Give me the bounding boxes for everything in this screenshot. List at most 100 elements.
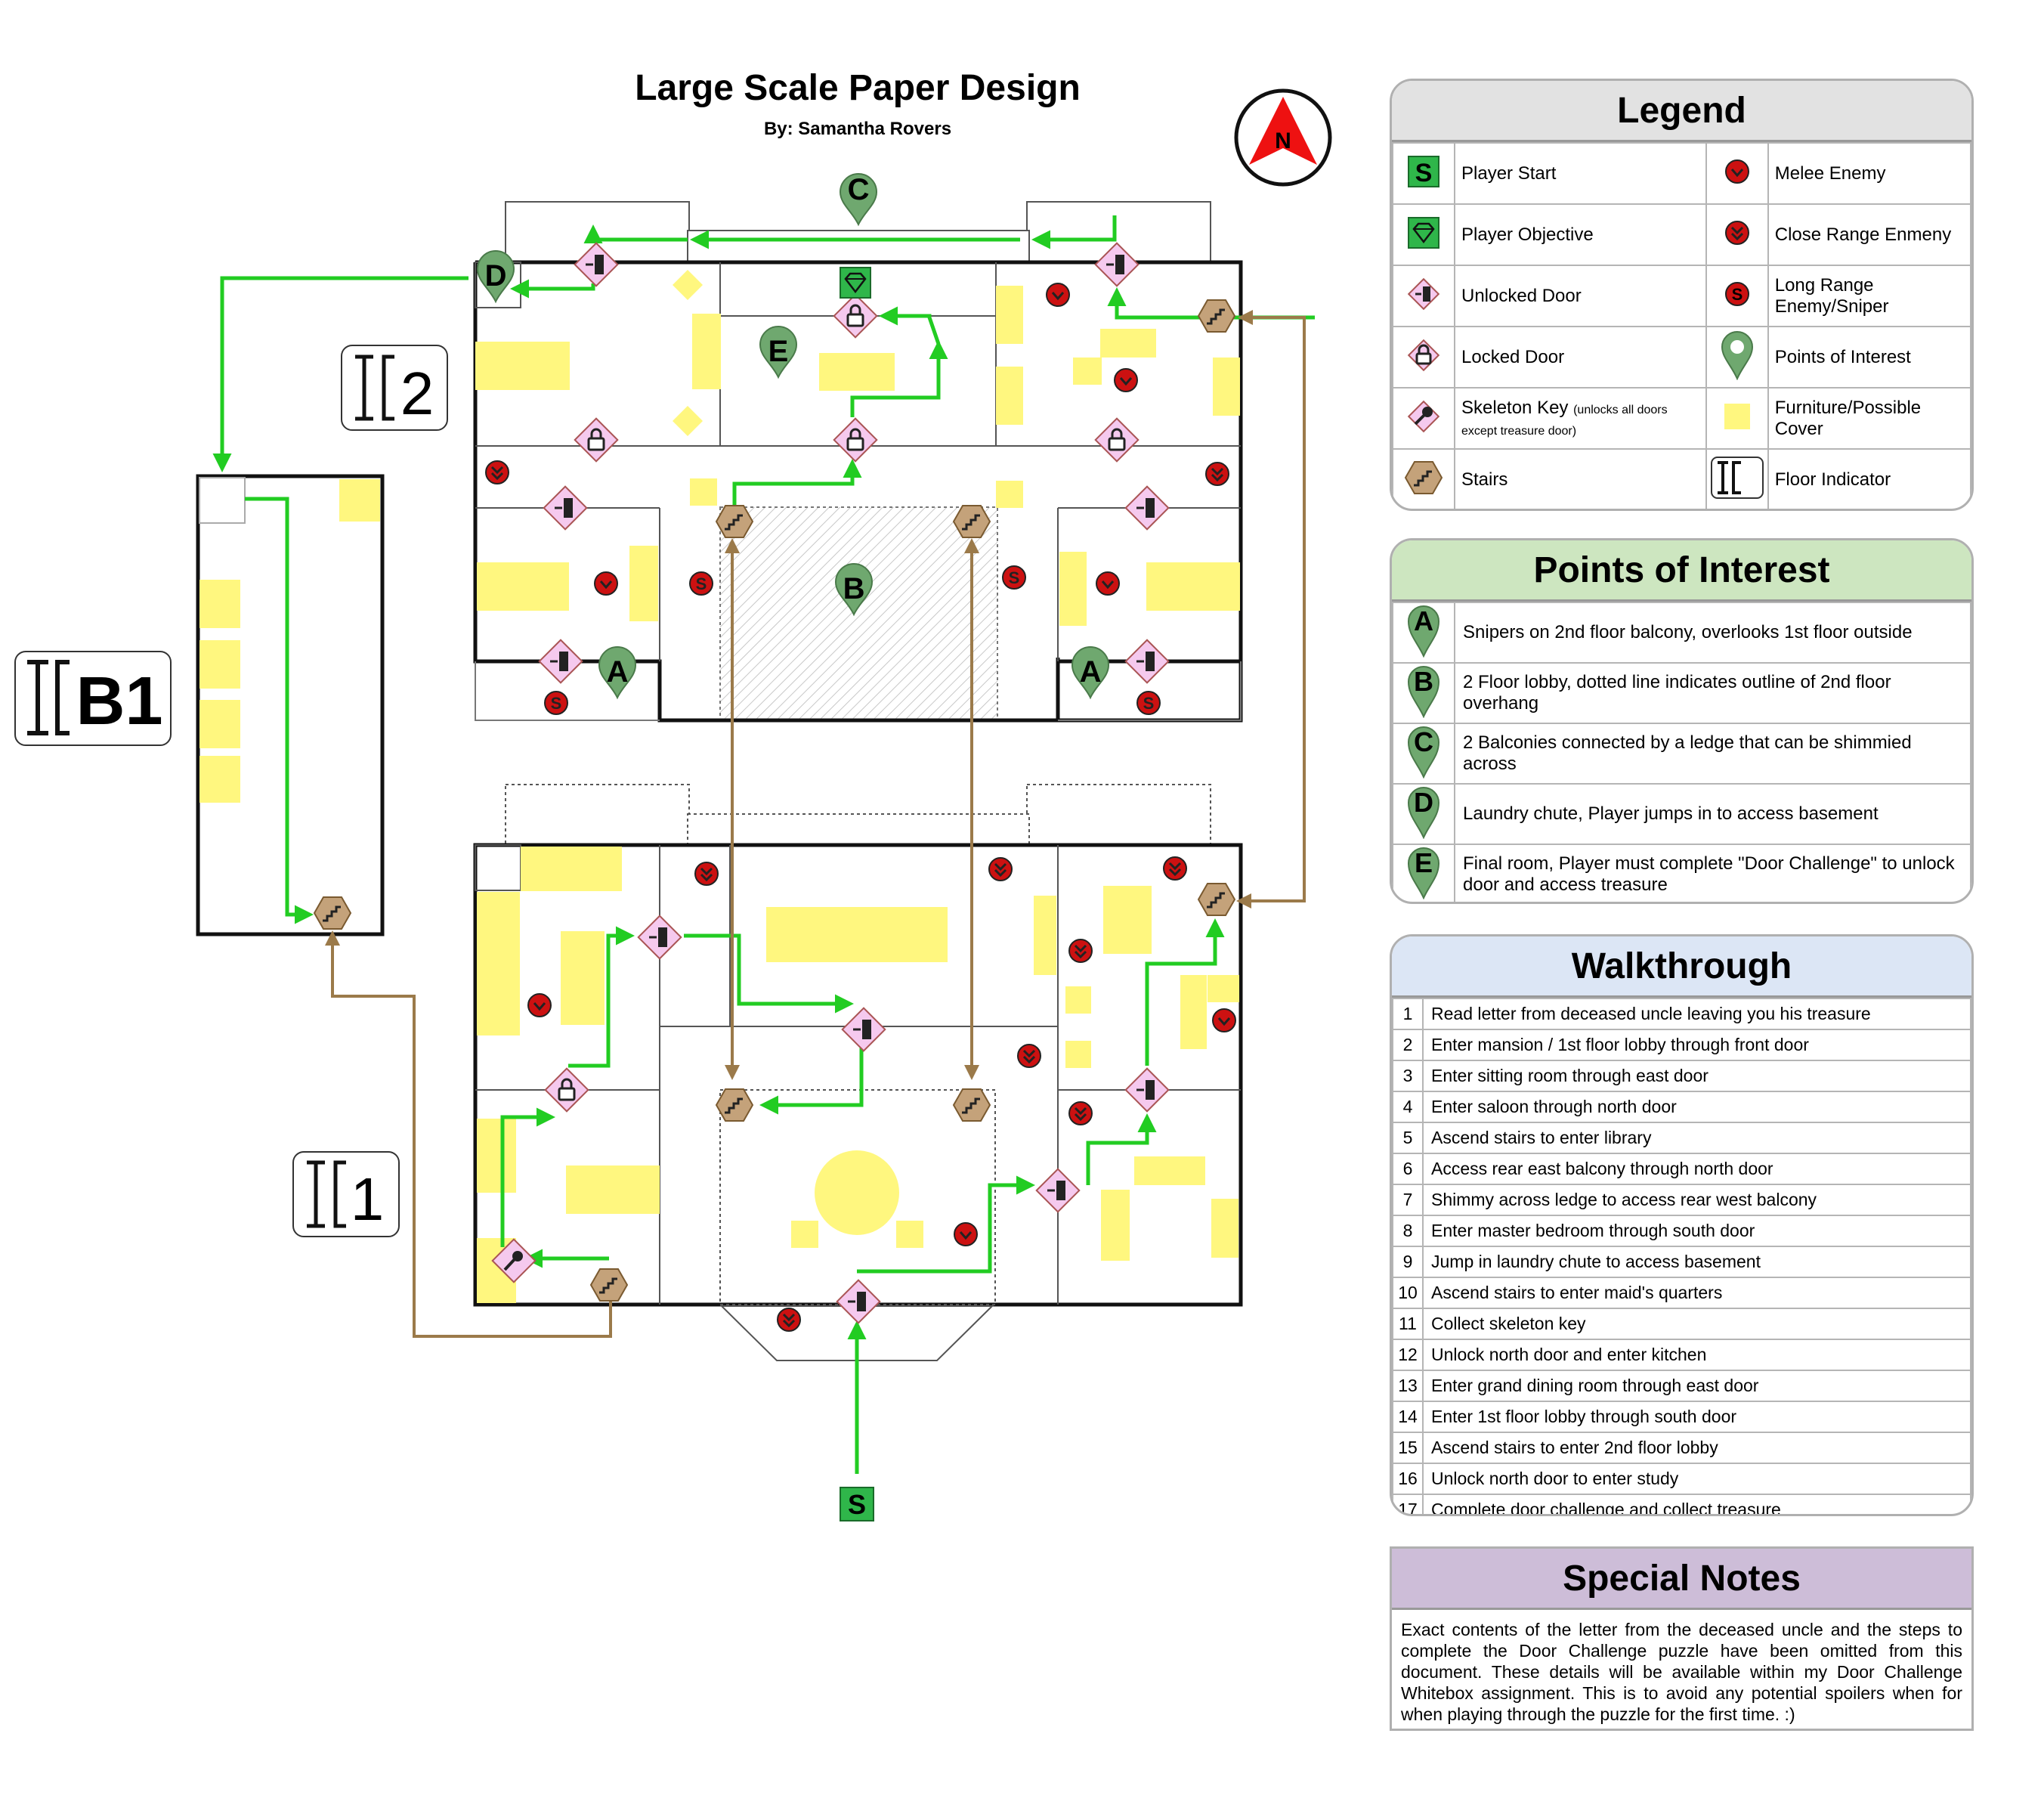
poi-pin-label: B bbox=[843, 572, 865, 605]
step-text: Unlock north door to enter study bbox=[1422, 1463, 1971, 1495]
close-range-enemy-icon bbox=[1068, 1100, 1093, 1126]
legend-title: Legend bbox=[1392, 81, 1971, 142]
step-number: 8 bbox=[1392, 1215, 1424, 1247]
step-text: Enter saloon through north door bbox=[1422, 1091, 1971, 1123]
poi-pin-e: E bbox=[759, 326, 797, 378]
locked-door-icon[interactable] bbox=[574, 417, 619, 463]
melee-enemy-icon bbox=[593, 571, 619, 596]
step-number: 10 bbox=[1392, 1277, 1424, 1309]
step-number: 2 bbox=[1392, 1029, 1424, 1061]
poi-icon: E bbox=[1392, 844, 1455, 902]
level-map: S Large Scale Paper Design By: Samantha … bbox=[14, 68, 1332, 1521]
unlocked-door-icon[interactable] bbox=[1124, 639, 1170, 684]
unlocked-door-icon[interactable] bbox=[543, 485, 588, 531]
step-number: 9 bbox=[1392, 1246, 1424, 1278]
poi-title: Points of Interest bbox=[1392, 540, 1971, 602]
poi-row: D Laundry chute, Player jumps in to acce… bbox=[1392, 783, 1971, 845]
legend-label: Furniture/Possible Cover bbox=[1767, 387, 1971, 450]
poi-pin-label: A bbox=[607, 655, 629, 689]
step-text: Enter master bedroom through south door bbox=[1422, 1215, 1971, 1247]
step-text: Unlock north door and enter kitchen bbox=[1422, 1339, 1971, 1371]
locked-door-icon[interactable] bbox=[833, 417, 878, 463]
legend-label-note: (unlocks all doors except treasure door) bbox=[1461, 403, 1668, 438]
melee-enemy-icon bbox=[527, 992, 552, 1018]
unlocked-door-icon[interactable] bbox=[538, 639, 583, 684]
skeleton-key-icon[interactable] bbox=[491, 1238, 537, 1283]
sniper-enemy-icon bbox=[544, 691, 568, 715]
step-text: Read letter from deceased uncle leaving … bbox=[1422, 998, 1971, 1030]
poi-pin-label: D bbox=[485, 259, 507, 293]
legend-label: Close Range Enmeny bbox=[1767, 203, 1971, 266]
step-text: Jump in laundry chute to access basement bbox=[1422, 1246, 1971, 1278]
stairs-connections bbox=[325, 310, 1306, 1338]
unlocked-door-icon bbox=[1392, 265, 1455, 327]
legend-label-group: Skeleton Key (unlocks all doors except t… bbox=[1454, 387, 1707, 450]
poi-icon: A bbox=[1392, 602, 1455, 664]
step-text: Collect skeleton key bbox=[1422, 1308, 1971, 1340]
legend-label: Points of Interest bbox=[1767, 326, 1971, 388]
close-range-enemy-icon bbox=[1705, 203, 1769, 266]
poi-pin-label: E bbox=[768, 335, 789, 368]
melee-enemy-icon bbox=[1095, 571, 1121, 596]
poi-letter: C bbox=[1414, 726, 1433, 757]
poi-letter: E bbox=[1415, 847, 1433, 878]
floor-label: 1 bbox=[351, 1165, 385, 1233]
player-start-icon: S bbox=[840, 1487, 874, 1521]
step-number: 1 bbox=[1392, 998, 1424, 1030]
poi-pin-a-east: A bbox=[1071, 646, 1109, 698]
sniper-enemy-icon bbox=[689, 571, 713, 596]
poi-icon: D bbox=[1392, 783, 1455, 845]
legend-label: Stairs bbox=[1454, 448, 1707, 509]
close-range-enemy-icon bbox=[776, 1307, 802, 1333]
legend-table: S Player Start Melee Enemy Player Object… bbox=[1392, 142, 1971, 509]
poi-description: 2 Floor lobby, dotted line indicates out… bbox=[1454, 662, 1971, 724]
player-start-icon: S bbox=[1392, 142, 1455, 205]
locked-door-icon[interactable] bbox=[1094, 417, 1140, 463]
notes-body: Exact contents of the letter from the de… bbox=[1401, 1620, 1962, 1724]
legend-row: S Player Start Melee Enemy bbox=[1392, 142, 1971, 205]
page-author: By: Samantha Rovers bbox=[764, 119, 951, 139]
legend-label: Player Objective bbox=[1454, 203, 1707, 266]
step-text: Enter mansion / 1st floor lobby through … bbox=[1422, 1029, 1971, 1061]
melee-enemy-icon bbox=[1211, 1008, 1237, 1033]
legend-row: Player Objective Close Range Enmeny bbox=[1392, 203, 1971, 266]
locked-door-icon[interactable] bbox=[833, 293, 878, 339]
legend-label: Player Start bbox=[1454, 142, 1707, 205]
melee-enemy-icon bbox=[953, 1221, 979, 1247]
point-of-interest-icon bbox=[1705, 326, 1769, 388]
step-number: 12 bbox=[1392, 1339, 1424, 1371]
step-number: 14 bbox=[1392, 1401, 1424, 1433]
legend-label: Locked Door bbox=[1454, 326, 1707, 388]
step-number: 15 bbox=[1392, 1432, 1424, 1464]
poi-description: 2 Balconies connected by a ledge that ca… bbox=[1454, 723, 1971, 785]
poi-pin-b: B bbox=[835, 563, 873, 615]
poi-icon: B bbox=[1392, 662, 1455, 724]
legend-label: Unlocked Door bbox=[1454, 265, 1707, 327]
skeleton-key-icon bbox=[1392, 387, 1455, 450]
poi-pin-d: D bbox=[477, 250, 515, 302]
close-range-enemy-icon bbox=[1016, 1043, 1042, 1069]
melee-enemy-icon bbox=[1045, 282, 1071, 308]
close-range-enemy-icon bbox=[988, 856, 1013, 882]
step-text: Complete door challenge and collect trea… bbox=[1422, 1494, 1971, 1514]
step-text: Enter grand dining room through east doo… bbox=[1422, 1370, 1971, 1402]
notes-panel: Special Notes Exact contents of the lett… bbox=[1390, 1546, 1974, 1731]
melee-enemy-icon bbox=[1113, 367, 1139, 393]
svg-text:S: S bbox=[1731, 285, 1743, 304]
step-number: 3 bbox=[1392, 1060, 1424, 1092]
unlocked-door-icon[interactable] bbox=[1124, 485, 1170, 531]
player-objective-icon bbox=[1392, 203, 1455, 266]
step-text: Enter sitting room through east door bbox=[1422, 1060, 1971, 1092]
